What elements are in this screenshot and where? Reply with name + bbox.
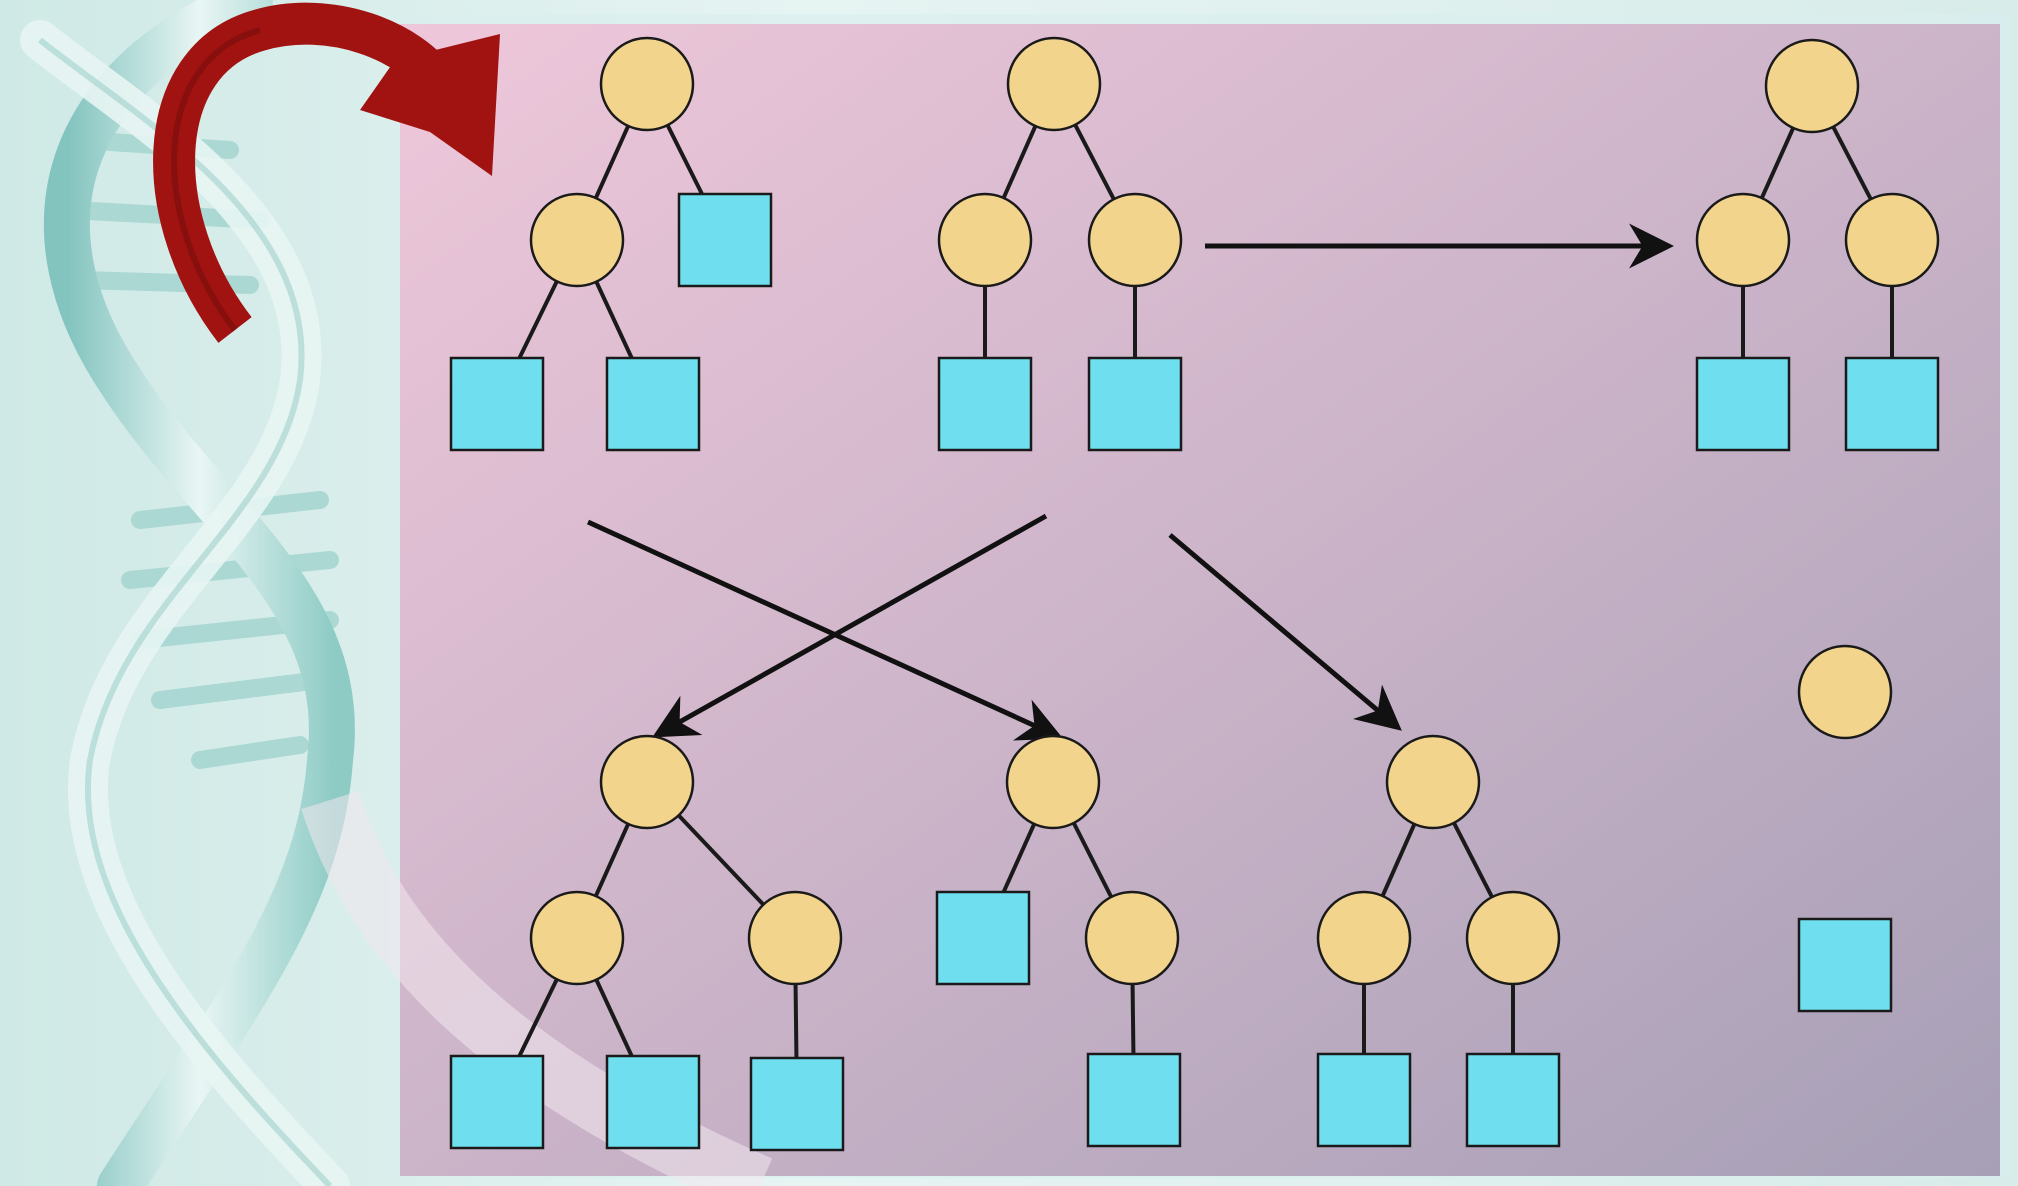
nodes-layer bbox=[449, 36, 1940, 1152]
tree-offspring-1 bbox=[449, 734, 845, 1152]
terminal-node bbox=[1844, 356, 1940, 452]
arrows-layer bbox=[586, 223, 1674, 741]
function-node bbox=[1844, 192, 1940, 288]
terminal-node bbox=[449, 1054, 545, 1150]
function-node bbox=[1087, 192, 1183, 288]
function-node bbox=[1695, 192, 1791, 288]
terminal-node bbox=[937, 356, 1033, 452]
terminal-node bbox=[1695, 356, 1791, 452]
function-node bbox=[599, 734, 695, 830]
curved-red-arrow-icon bbox=[153, 2, 500, 343]
function-node bbox=[529, 890, 625, 986]
function-node bbox=[1084, 890, 1180, 986]
terminal-node bbox=[1087, 356, 1183, 452]
function-node bbox=[1764, 38, 1860, 134]
function-node bbox=[747, 890, 843, 986]
function-node bbox=[1465, 890, 1561, 986]
terminal-node bbox=[449, 356, 545, 452]
terminal-node bbox=[749, 1056, 845, 1152]
terminal-node bbox=[605, 1054, 701, 1150]
function-node bbox=[529, 192, 625, 288]
terminal-node bbox=[1316, 1052, 1412, 1148]
primitive-set bbox=[1797, 644, 1893, 1013]
function-node bbox=[1385, 734, 1481, 830]
arrow-parent-1-to-offspring-2 bbox=[586, 519, 1064, 741]
function-node bbox=[937, 192, 1033, 288]
primitive-terminal-node bbox=[1797, 917, 1893, 1013]
terminal-node bbox=[1465, 1052, 1561, 1148]
arrow-parent-2-to-offspring-1 bbox=[652, 513, 1048, 738]
function-node bbox=[1006, 36, 1102, 132]
tree-parent-1 bbox=[449, 36, 773, 452]
terminal-node bbox=[677, 192, 773, 288]
terminal-node bbox=[935, 890, 1031, 986]
arrow-parent-2-to-offspring-3 bbox=[1168, 533, 1402, 731]
function-node bbox=[1005, 734, 1101, 830]
tree-parent-2 bbox=[937, 36, 1183, 452]
tree-offspring-2 bbox=[935, 734, 1182, 1148]
dna-double-helix-icon bbox=[20, 0, 355, 1186]
primitive-function-node bbox=[1797, 644, 1893, 740]
tree-offspring-3 bbox=[1316, 734, 1561, 1148]
function-node bbox=[1316, 890, 1412, 986]
terminal-node bbox=[1086, 1052, 1182, 1148]
terminal-node bbox=[605, 356, 701, 452]
tree-copy bbox=[1695, 38, 1940, 452]
function-node bbox=[599, 36, 695, 132]
